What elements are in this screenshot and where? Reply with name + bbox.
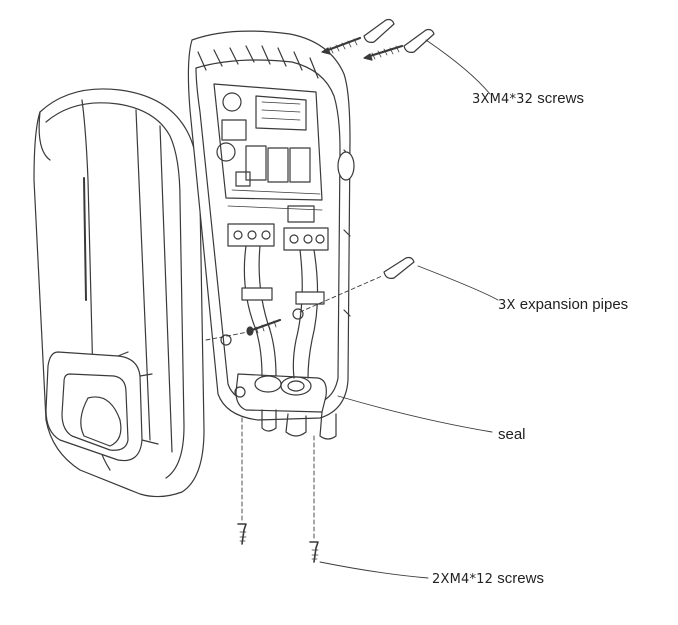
label-expansion-pipes: 3X expansion pipes [498, 296, 628, 313]
top-screws-spec: 3XM4*32 [472, 92, 534, 107]
assembly-axes [205, 275, 383, 541]
front-cover [33, 88, 205, 498]
pipes-word: expansion pipes [519, 296, 629, 313]
label-bottom-screws: 2XM4*12 screws [432, 570, 544, 587]
middle-pipe [383, 256, 415, 279]
bottom-screws [237, 523, 319, 563]
middle-screw [246, 318, 282, 336]
label-seal: seal [498, 426, 526, 443]
label-top-screws: 3XM4*32 screws [472, 90, 584, 107]
bottom-screws-word: screws [497, 570, 544, 587]
top-screws-word: screws [537, 90, 584, 107]
top-expansion-pipes [363, 18, 435, 53]
leader-lines [319, 39, 499, 579]
pipes-count: 3X [498, 298, 516, 313]
top-screws [321, 36, 404, 61]
circuit-board [213, 83, 329, 398]
bottom-screws-spec: 2XM4*12 [432, 572, 494, 587]
